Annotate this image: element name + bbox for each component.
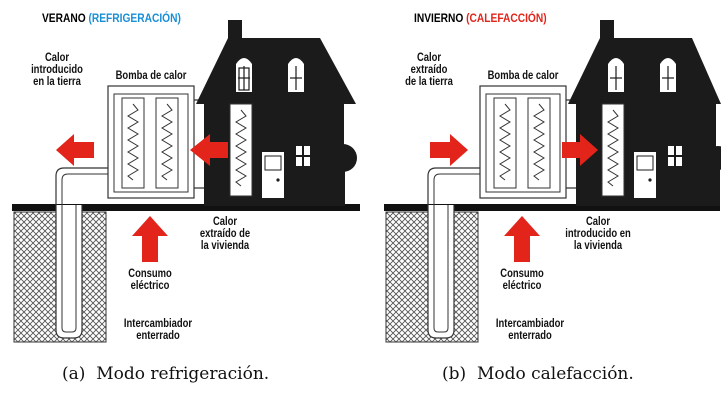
panel-title: INVIERNO (CALEFACCIÓN) [414,11,547,25]
chimney [600,20,614,42]
pipe-inner [433,173,490,205]
arrow-heat-to-ground [56,134,94,166]
label-heat-ground: Calor extraído de la tierra [405,52,453,88]
tree-crown [706,146,721,170]
heat-pump-diagram [12,20,360,343]
ground-line [384,204,720,211]
label-heat-ground: Calor introducido en la tierra [31,52,83,88]
arrow-electric-power [132,216,168,262]
panel-title: VERANO (REFRIGERACIÓN) [42,11,181,25]
label-heat-house: Calor introducido en la vivienda [565,216,631,252]
house [568,20,721,206]
caption-text: Modo calefacción. [476,364,634,384]
title-season: INVIERNO [414,11,464,25]
door [262,152,284,198]
heat-pump-diagram [384,20,721,343]
pipe-outer [427,167,490,205]
door [634,152,656,198]
chimney [228,20,242,42]
ground-exchanger-pipe [427,205,455,339]
tree-crown [329,144,357,172]
title-season: VERANO [42,11,86,25]
heat-pump-box [479,85,567,199]
indoor-coil [229,103,253,197]
panel-winter-heating: INVIERNO (CALEFACCIÓN) [372,0,721,355]
house-roof [568,38,721,104]
tree-trunk [716,166,720,206]
label-ground-exchanger: Intercambiador enterrado [123,318,193,342]
label-heat-pump: Bomba de calor [487,70,559,82]
label-electric-power: Consumo eléctrico [500,268,544,292]
caption-b: (b) Modo calefacción. [442,364,634,384]
house-roof [196,38,356,104]
arrow-heat-from-house [190,134,228,166]
title-mode: (REFRIGERACIÓN) [88,11,181,25]
house [196,20,356,206]
arrow-electric-power [504,216,540,262]
heat-pump-box [107,85,195,199]
ground-exchanger-pipe [55,205,83,339]
pipe-outer [55,167,118,205]
arrow-heat-from-ground [430,134,468,166]
tree-trunk [341,166,345,206]
pipe-inner [61,173,118,205]
caption-tag: (a) [62,364,86,384]
panel-summer-cooling: VERANO (REFRIGERACIÓN) [0,0,360,355]
title-mode: (CALEFACCIÓN) [466,11,547,25]
arrow-heat-to-house [562,134,598,166]
caption-tag: (b) [442,364,467,384]
label-heat-house: Calor extraído de la vivienda [199,216,251,252]
label-electric-power: Consumo eléctrico [128,268,172,292]
label-ground-exchanger: Intercambiador enterrado [495,318,565,342]
ground-line [12,204,360,211]
caption-a: (a) Modo refrigeración. [62,364,269,384]
indoor-coil [601,103,625,197]
label-heat-pump: Bomba de calor [115,70,187,82]
caption-text: Modo refrigeración. [96,364,270,384]
